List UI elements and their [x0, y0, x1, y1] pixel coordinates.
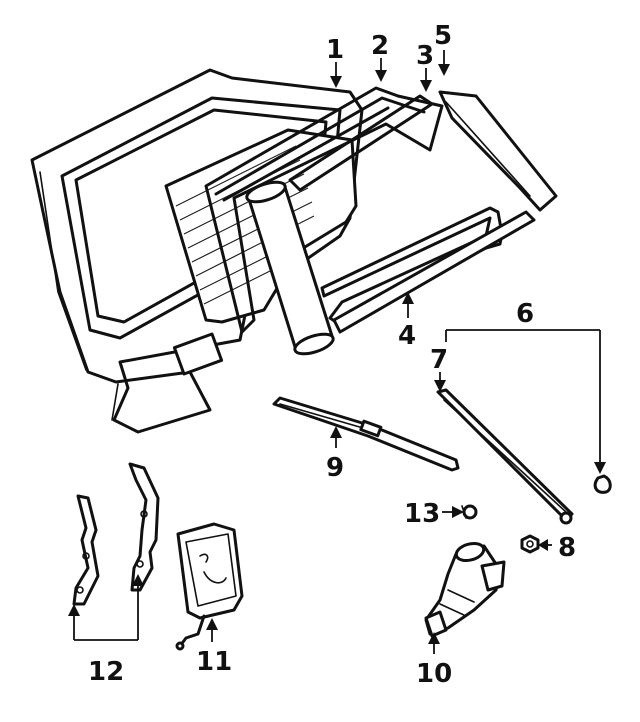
center-trim-piece	[245, 180, 335, 356]
control-module	[175, 522, 244, 651]
callout-12: 12	[88, 657, 124, 687]
wiper-blade	[272, 396, 460, 472]
callout-9: 9	[326, 453, 344, 483]
callout-5: 5	[434, 21, 452, 51]
reveal-molding	[288, 94, 536, 334]
callout-6: 6	[516, 299, 534, 329]
callout-labels: 1 2 3 4 5 6 7 8 9 10 11 12 13	[88, 21, 576, 689]
hinge-brackets	[72, 462, 160, 606]
leader-lines	[68, 50, 606, 654]
callout-3: 3	[416, 41, 434, 71]
callout-13: 13	[404, 499, 440, 529]
callout-1: 1	[326, 35, 344, 65]
callout-10: 10	[416, 659, 452, 689]
washer-nozzle	[593, 474, 612, 494]
callout-4: 4	[398, 321, 416, 351]
callout-7: 7	[430, 345, 448, 375]
nut	[520, 534, 540, 554]
callout-11: 11	[196, 647, 232, 677]
callout-2: 2	[371, 31, 389, 61]
grommet	[461, 504, 478, 520]
spoiler	[438, 90, 558, 212]
wiper-motor	[424, 541, 506, 638]
callout-8: 8	[558, 533, 576, 563]
wiper-arm	[436, 388, 574, 525]
window-weatherstrip	[204, 86, 444, 334]
